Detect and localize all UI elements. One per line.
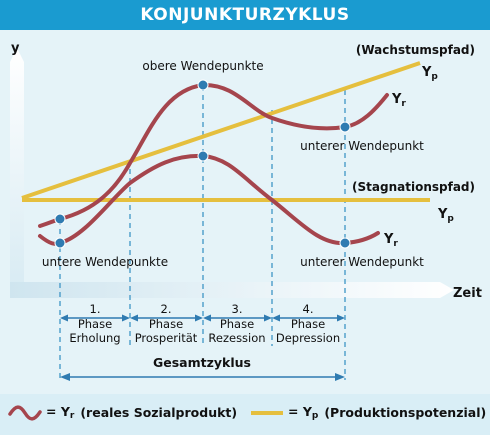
wachstumspfad-line [21, 61, 421, 200]
untere-wendepunkte-label: untere Wendepunkte [42, 255, 168, 269]
y-axis-arrow [10, 48, 24, 290]
turning-point [339, 237, 351, 249]
yp-stagnation-label: Yp [437, 207, 454, 224]
yr-lower-label: Yr [383, 232, 398, 249]
yr-upper-label: Yr [391, 92, 406, 109]
phase-2-line2: Prosperität [135, 331, 198, 345]
legend-yr-desc: (reales Sozialprodukt) [80, 405, 238, 420]
wave-icon [8, 404, 42, 421]
yp-growth-label: Yp [421, 65, 438, 82]
line-swatch-icon [251, 410, 283, 415]
chart-title: KONJUNKTURZYKLUS [0, 0, 490, 30]
turning-point [339, 121, 351, 133]
phase-arrowhead [272, 314, 280, 322]
phase-arrowhead [60, 314, 68, 322]
gesamtzyklus-arrowhead-left [60, 373, 70, 381]
y-axis-label: y [11, 41, 20, 56]
phase-2-line1: Phase [149, 317, 183, 331]
phase-2-number: 2. [161, 302, 172, 316]
legend-item-yr: = Yr (reales Sozialprodukt) [8, 404, 237, 421]
phase-arrowhead [203, 314, 211, 322]
phase-1-line1: Phase [78, 317, 112, 331]
phase-4-number: 4. [303, 302, 314, 316]
phase-1-line2: Erholung [69, 331, 120, 345]
turning-point [197, 79, 209, 91]
obere-wendepunkte-label: obere Wendepunkte [142, 59, 263, 73]
legend-yp-desc: (Produktionspotenzial) [324, 405, 487, 420]
phase-arrowhead [122, 314, 130, 322]
phase-3-number: 3. [232, 302, 243, 316]
phase-4-line1: Phase [291, 317, 325, 331]
phase-arrowhead [195, 314, 203, 322]
cycle-curve-upper [38, 82, 389, 228]
gesamtzyklus-arrowhead-right [335, 373, 345, 381]
legend-yr-symbol: = Yr [46, 404, 75, 421]
unterer-wendepunkt-top-label: unterer Wendepunkt [300, 139, 424, 153]
legend-item-yp: = Yp (Produktionspotenzial) [250, 404, 486, 421]
turning-point [54, 237, 66, 249]
x-axis-arrow [10, 282, 454, 298]
legend: = Yr (reales Sozialprodukt) = Yp (Produk… [0, 394, 490, 435]
phase-4-line2: Depression [276, 331, 340, 345]
phase-3-line2: Rezession [208, 331, 265, 345]
x-axis-label: Zeit [453, 286, 482, 301]
phase-arrowhead [130, 314, 138, 322]
phase-1-number: 1. [90, 302, 101, 316]
phase-arrowhead [337, 314, 345, 322]
phase-3-line1: Phase [220, 317, 254, 331]
gesamtzyklus-label: Gesamtzyklus [153, 355, 251, 370]
stagnationspfad-label: (Stagnationspfad) [352, 180, 475, 194]
chart-canvas: y Zeit obere Wendepunkte (Wachstumspfad) [10, 41, 482, 381]
turning-point [197, 150, 209, 162]
wachstumspfad-label: (Wachstumspfad) [356, 43, 475, 57]
legend-yp-symbol: = Yp [288, 404, 319, 421]
turning-point [54, 213, 66, 225]
unterer-wendepunkt-bottom-label: unterer Wendepunkt [300, 255, 424, 269]
phase-arrowhead [264, 314, 272, 322]
